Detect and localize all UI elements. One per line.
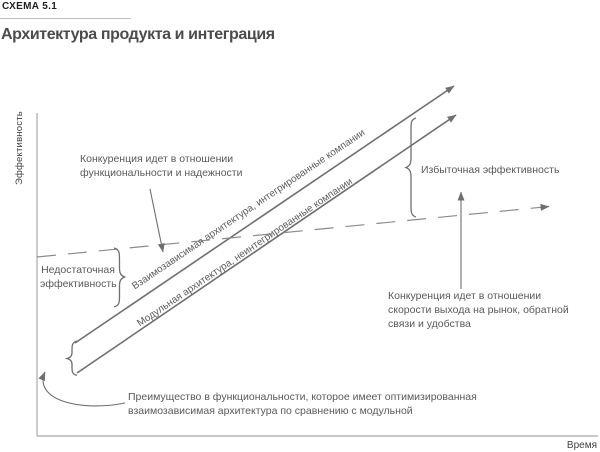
advantage-curved-arrow [38, 371, 126, 407]
kicker-underline [0, 18, 131, 19]
functionality-advantage-line2: взаимозависимая архитектура по сравнению… [128, 405, 413, 417]
functionality-advantage-note: Преимущество в функциональности, которое… [128, 390, 477, 418]
market-demand-dashed-line [36, 203, 550, 258]
modular-trajectory-line [76, 114, 457, 374]
competition-functionality-line2: функциональности и надежности [80, 167, 243, 179]
functionality-competition-arrow [149, 188, 165, 253]
competition-functionality-line1: Конкуренция идет в отношении [80, 153, 234, 165]
functionality-advantage-line1: Преимущество в функциональности, которое… [128, 391, 477, 403]
excess-performance-note: Избыточная эффективность [421, 164, 560, 176]
competition-speed-line2: скорости выхода на рынок, обратной [388, 304, 569, 316]
insufficient-performance-line1: Недостаточная [41, 264, 115, 276]
competition-speed-note: Конкуренция идет в отношении скорости вы… [388, 289, 569, 331]
competition-speed-line3: связи и удобства [388, 318, 471, 330]
insufficient-performance-brace [113, 247, 127, 308]
insufficient-performance-note: Недостаточная эффективность [40, 263, 117, 291]
competition-speed-line1: Конкуренция идет в отношении [388, 290, 542, 302]
competition-functionality-note: Конкуренция идет в отношении функциональ… [80, 152, 242, 180]
figure-title: Архитектура продукта и интеграция [1, 26, 275, 43]
advantage-brace [64, 340, 78, 377]
insufficient-performance-line2: эффективность [40, 278, 117, 290]
y-axis-label: Эффективность [14, 111, 25, 185]
x-axis-label: Время [566, 440, 597, 451]
interdependent-trajectory-line [74, 85, 455, 344]
excess-performance-brace [404, 117, 417, 218]
figure-number: СХЕМА 5.1 [2, 1, 58, 12]
